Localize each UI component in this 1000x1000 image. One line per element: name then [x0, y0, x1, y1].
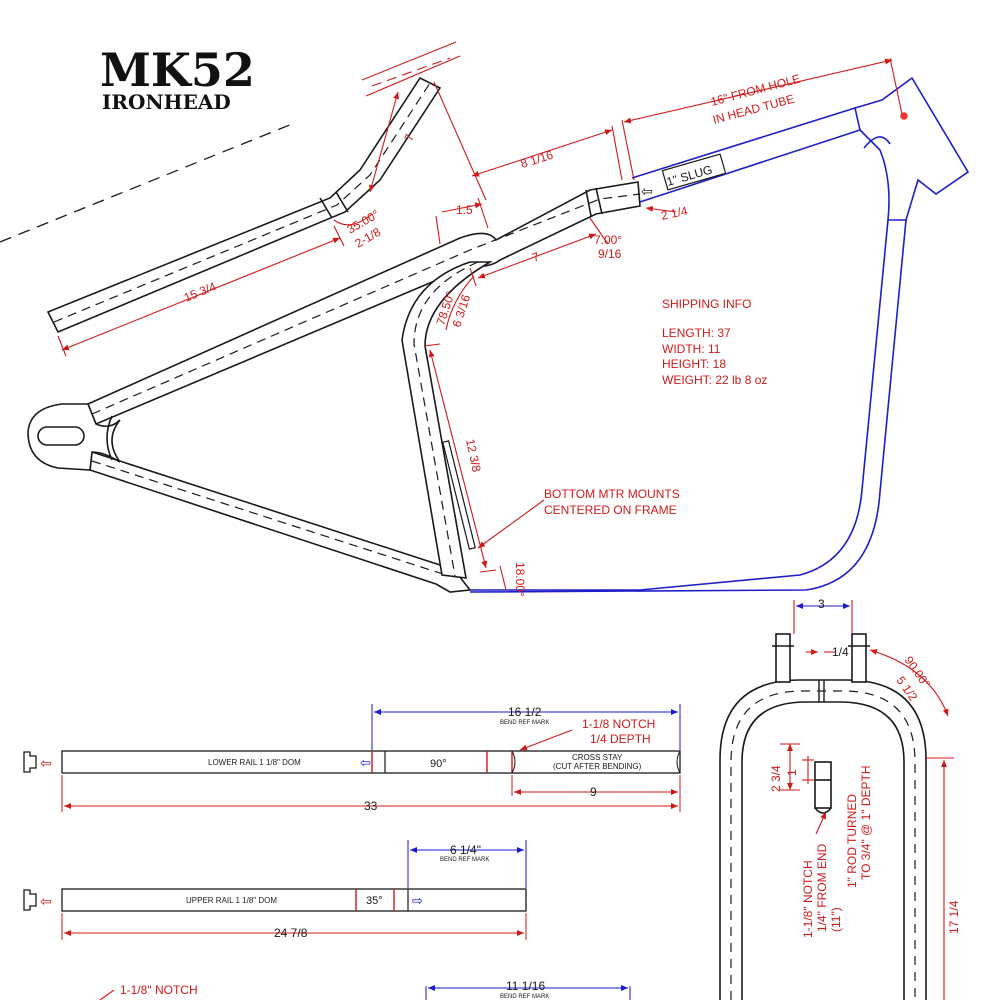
dim-9-16: 9/16: [598, 247, 622, 261]
shipping-length: LENGTH: 37: [662, 326, 731, 340]
angle-18: 18.00°: [513, 562, 527, 597]
u-notch-3: (11"): [829, 907, 843, 932]
u-rod-2: TO 3/4" @ 1" DEPTH: [859, 765, 873, 880]
dim-2-1-4: 2 1/4: [660, 204, 689, 223]
lower-rail-drawing: ⇦ ⇦ LOWER RAIL 1 1/8" DOM 90° CROSS STAY…: [23, 704, 681, 813]
motor-mount-plate: [442, 440, 476, 550]
model-subtitle: IRONHEAD: [102, 90, 231, 114]
upper-rail-bendmark-icon: ⇨: [412, 893, 423, 908]
cross-stay-2: (CUT AFTER BENDING): [553, 762, 642, 771]
mount-note-1: BOTTOM MTR MOUNTS: [544, 487, 680, 501]
dim-7-mid: 7: [530, 249, 541, 265]
slug-callout: 1" SLUG ⇦: [641, 153, 727, 199]
bottom-partial: 1-1/8" NOTCH 11 1/16 BEND REF MARK: [99, 979, 631, 1000]
shipping-weight: WEIGHT: 22 lb 8 oz: [662, 373, 767, 387]
upper-rail-label: UPPER RAIL 1 1/8" DOM: [186, 896, 277, 905]
dim-8-1-16: 8 1/16: [519, 148, 555, 171]
u-dim-17-1-4: 17 1/4: [947, 900, 961, 934]
lower-rail-bendmark-icon: ⇦: [360, 755, 371, 770]
upper-rail-angle: 35°: [366, 895, 383, 907]
shipping-info: SHIPPING INFO LENGTH: 37 WIDTH: 11 HEIGH…: [662, 297, 767, 387]
slug-arrow-icon: ⇦: [641, 183, 653, 199]
u-dim-2-3-4: 2 3/4: [769, 765, 783, 792]
u-rail-dimensions: [780, 600, 954, 1000]
lower-notch-1: 1-1/8 NOTCH: [582, 717, 655, 731]
lower-dim-16-1-2: 16 1/2: [508, 705, 542, 719]
lower-rail-arrow-icon: ⇦: [40, 755, 52, 771]
u-rail-drawing: [719, 633, 927, 1000]
u-notch-1: 1-1/8" NOTCH: [801, 860, 815, 938]
u-rod-1: 1" ROD TURNED: [845, 794, 859, 888]
dim-12-3-8: 12 3/8: [463, 438, 484, 474]
frame-dimensions: [57, 41, 903, 591]
upper-dim-6-1-4: 6 1/4": [450, 843, 481, 857]
lower-dim-33: 33: [364, 799, 378, 813]
dim-15-3-4: 15 3/4: [182, 279, 218, 305]
bottom-notch: 1-1/8" NOTCH: [120, 983, 198, 997]
upper-rail-arrow-icon: ⇦: [40, 893, 52, 909]
dim-7-top: 7: [402, 132, 417, 143]
shipping-height: HEIGHT: 18: [662, 357, 726, 371]
lower-notch-2: 1/4 DEPTH: [590, 732, 651, 746]
u-dim-1: 1: [785, 769, 799, 776]
lower-dim-9: 9: [590, 785, 597, 799]
cross-stay-1: CROSS STAY: [572, 753, 623, 762]
dim-1-5: 1.5: [456, 203, 473, 217]
upper-bend-ref: BEND REF MARK: [440, 857, 489, 863]
upper-rail-drawing: ⇦ ⇨ UPPER RAIL 1 1/8" DOM 35° 6 1/4" BEN…: [23, 840, 527, 940]
lower-rail-label: LOWER RAIL 1 1/8" DOM: [208, 758, 301, 767]
u-dim-1-4: 1/4: [832, 645, 849, 659]
bottom-dim-11-1-16: 11 1/16: [506, 979, 545, 993]
angle-7: 7.00°: [594, 233, 622, 247]
lower-bend-ref: BEND REF MARK: [500, 720, 549, 726]
lower-rail-angle: 90°: [430, 758, 447, 770]
shipping-width: WIDTH: 11: [662, 342, 721, 356]
upper-dim-24-7-8: 24 7/8: [274, 926, 308, 940]
bottom-bend-ref: BEND REF MARK: [500, 994, 549, 1000]
u-dim-3: 3: [818, 597, 825, 611]
u-notch-2: 1/4" FROM END: [815, 843, 829, 932]
mount-note-2: CENTERED ON FRAME: [544, 503, 677, 517]
shipping-heading: SHIPPING INFO: [662, 297, 751, 311]
u-rail-labels: 3 1/4 90.00° 5 1/2 2 3/4 1 1" ROD TURNED…: [769, 597, 961, 938]
model-title: MK52: [100, 43, 255, 97]
